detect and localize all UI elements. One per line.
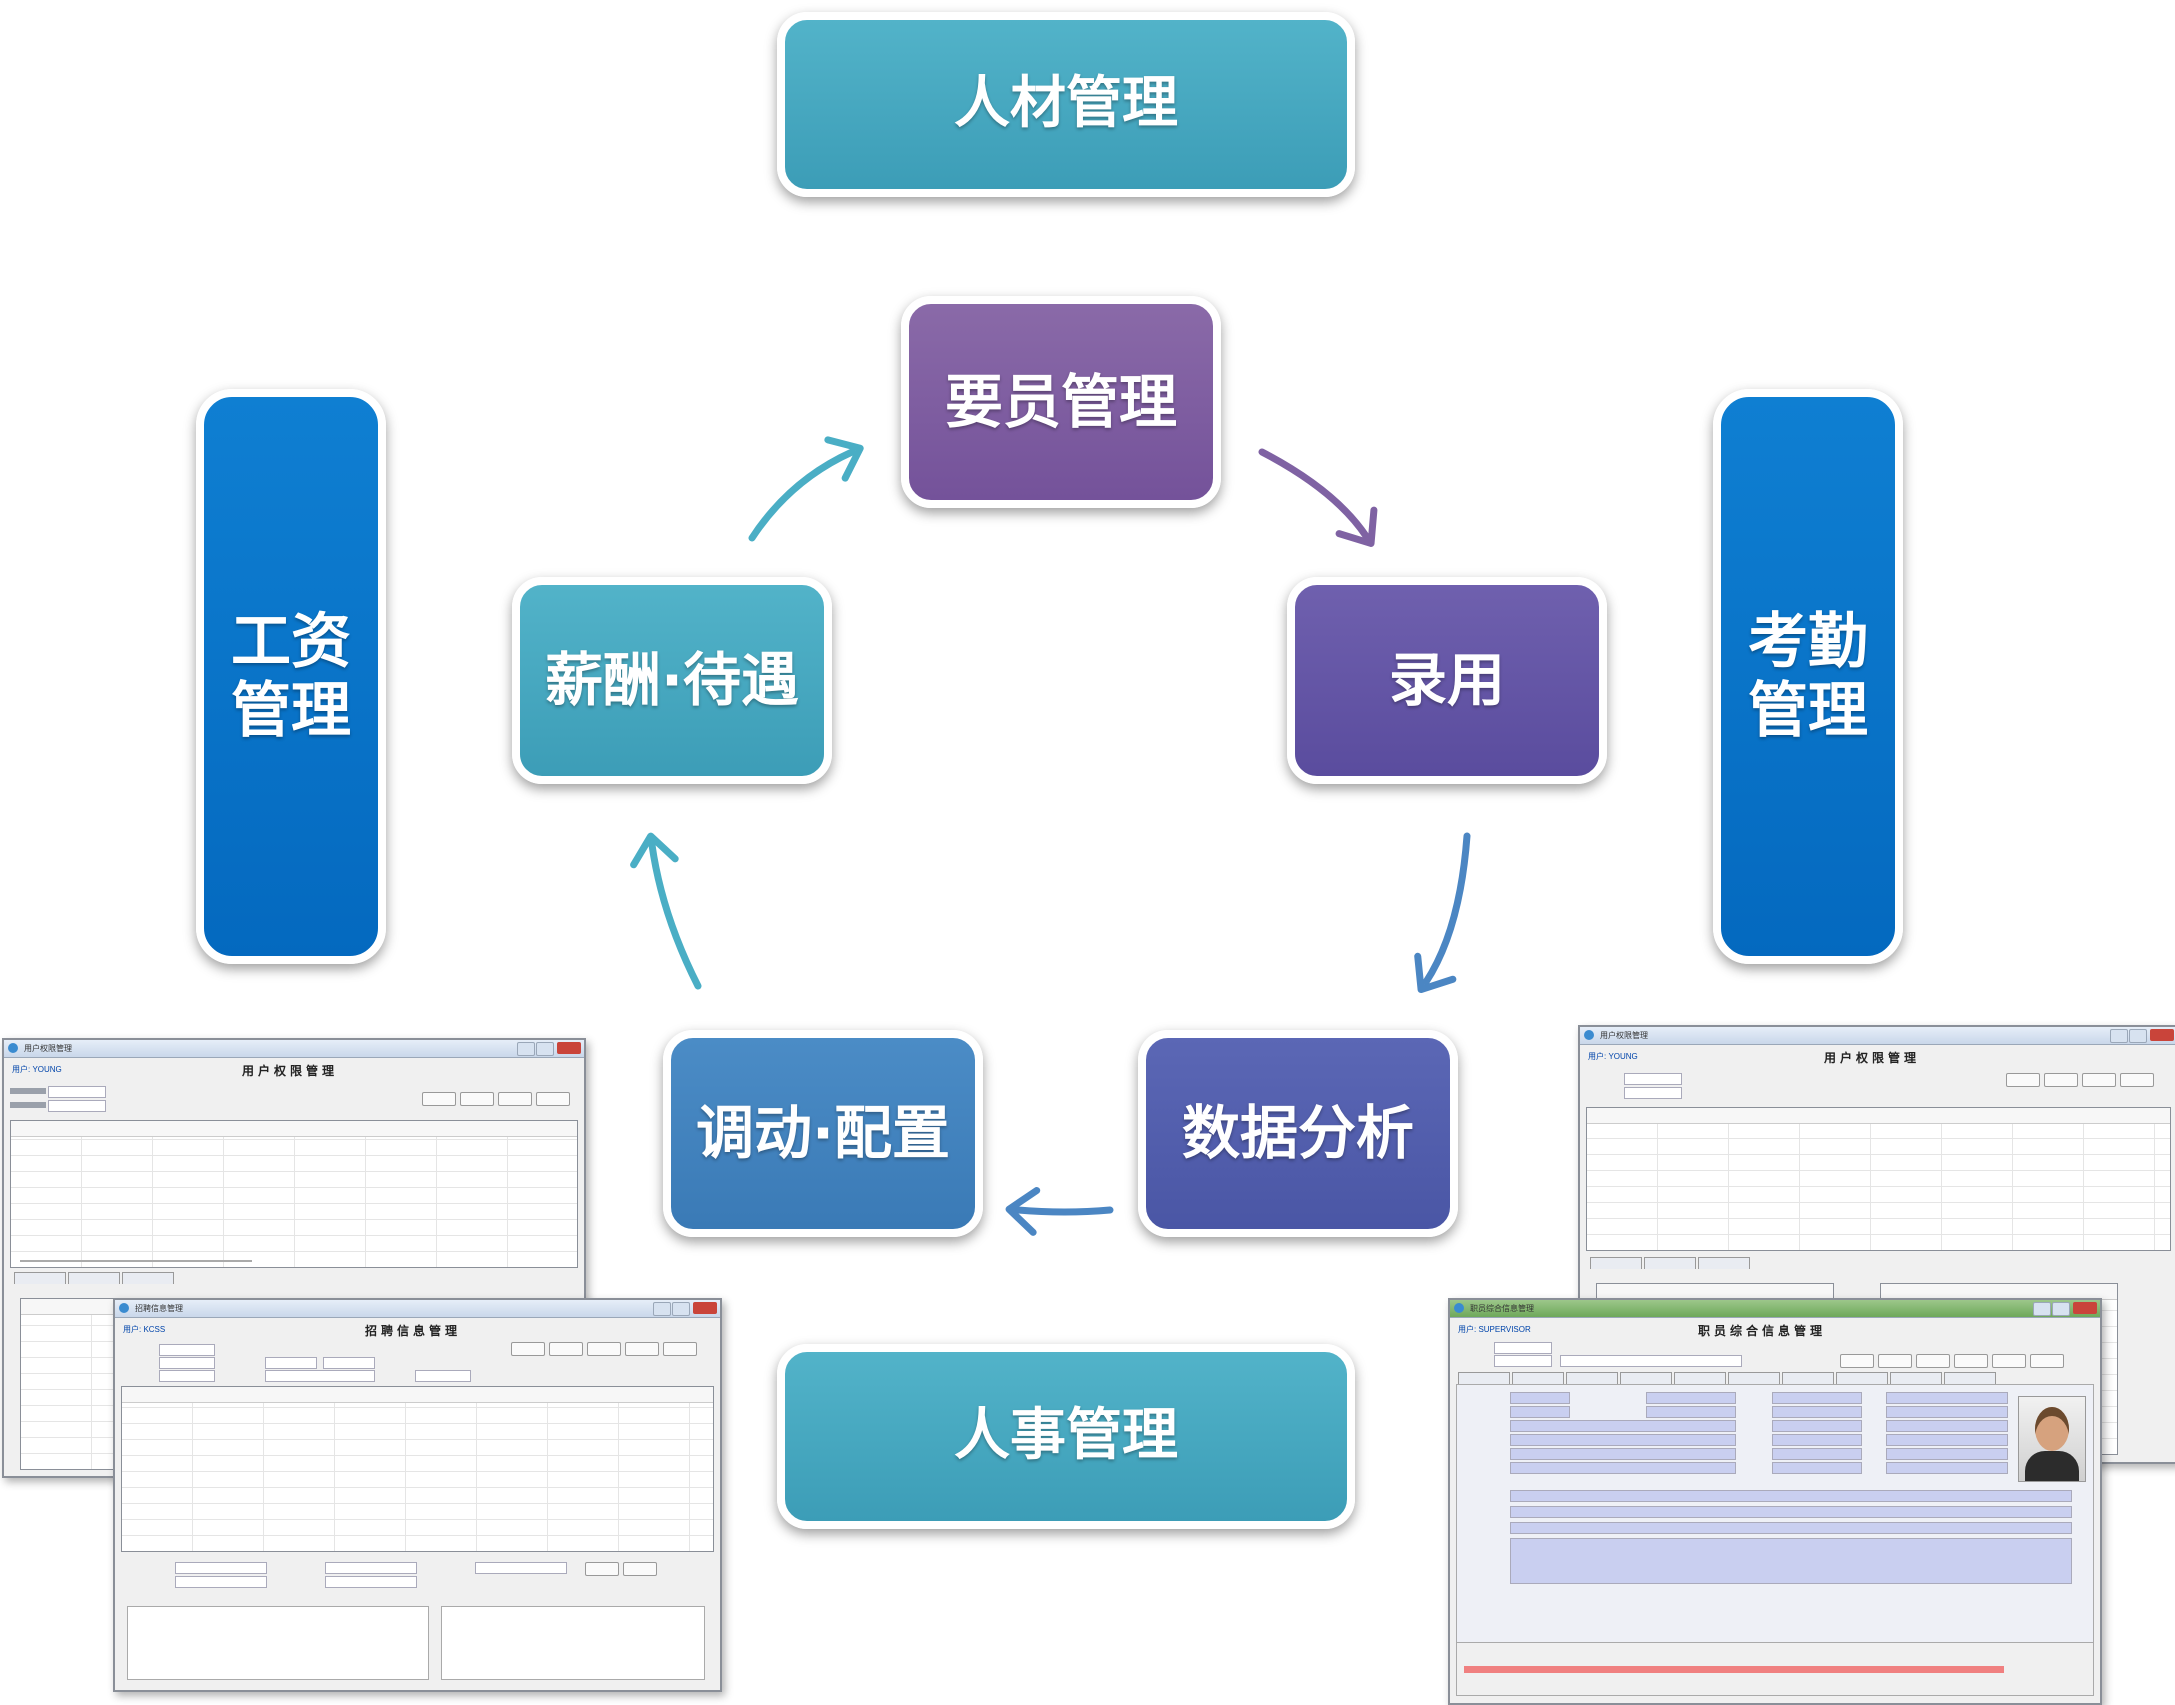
user-list-grid [10,1120,578,1268]
company-code-field [48,1086,106,1098]
maximize-button [672,1302,690,1316]
notes-textarea [441,1606,705,1680]
node-talent-management: 人材管理 [777,12,1355,197]
minimize-button [517,1042,535,1056]
window-titlebar: 用户权限管理 [4,1040,584,1058]
window-title: 用户权限管理 [1600,1031,1648,1040]
menu-list-panel [20,1260,252,1262]
app-icon [1584,1030,1594,1040]
node-analysis-label: 数据分析 [1181,1099,1414,1168]
toolbar-buttons [1840,1354,2064,1368]
minimize-button [2110,1029,2128,1043]
screenshot-recruitment-info: 招聘信息管理 用户: KCSS 招聘信息管理 [113,1298,722,1692]
arrow-compensation-to-staffing [748,436,864,542]
app-icon [8,1043,18,1053]
node-payroll-management: 工资 管理 [196,389,386,964]
close-button [693,1302,717,1314]
node-payroll-label-line2: 管理 [231,675,351,746]
tab-strip [14,1272,174,1284]
arrow-transfer-to-compensation [630,832,702,990]
node-transfer-allocation: 调动·配置 [663,1030,983,1237]
app-icon [119,1303,129,1313]
window-title: 用户权限管理 [24,1044,72,1053]
toolbar-buttons [511,1342,697,1356]
form-heading: 职员综合信息管理 [1698,1324,1827,1338]
node-compensation-label: 薪酬·待遇 [544,646,800,715]
app-icon [1454,1303,1464,1313]
toolbar-buttons [2006,1073,2154,1087]
current-user: 用户: SUPERVISOR [1458,1325,1531,1334]
current-user: 用户: YOUNG [1588,1052,1638,1061]
tab-strip [1458,1372,1996,1384]
maximize-button [2052,1302,2070,1316]
node-personnel-management: 人事管理 [777,1344,1355,1529]
node-talent-label: 人材管理 [954,71,1178,137]
minimize-button [2033,1302,2051,1316]
node-transfer-label: 调动·配置 [695,1099,951,1168]
screenshot-employee-info: 职员综合信息管理 用户: SUPERVISOR 职员综合信息管理 [1448,1298,2102,1705]
close-button [2073,1302,2097,1314]
window-title: 招聘信息管理 [135,1304,183,1313]
close-button [557,1042,581,1054]
current-user: 用户: YOUNG [12,1065,62,1074]
arrow-analysis-to-transfer [1005,1187,1114,1236]
node-staffing-management: 要员管理 [901,296,1221,508]
arrow-staffing-to-hiring [1258,448,1378,547]
maximize-button [536,1042,554,1056]
window-titlebar: 用户权限管理 [1580,1027,2175,1045]
minimize-button [653,1302,671,1316]
applicant-grid [121,1386,714,1552]
tab-strip [1590,1257,1750,1269]
close-button [2150,1029,2174,1041]
form-heading: 招聘信息管理 [365,1324,462,1338]
shortcut-hints-line [1464,1666,2004,1673]
node-data-analysis: 数据分析 [1138,1030,1458,1237]
login-id-field [48,1100,106,1112]
evaluation-textarea [127,1606,429,1680]
form-heading: 用户权限管理 [242,1064,339,1078]
user-list-grid [1586,1107,2171,1251]
save-buttons [585,1562,657,1576]
node-hiring: 录用 [1287,577,1607,784]
window-titlebar: 职员综合信息管理 [1450,1300,2100,1318]
employee-photo [2018,1396,2086,1482]
node-compensation-benefits: 薪酬·待遇 [512,577,832,784]
remarks-field [1510,1538,2072,1584]
node-personnel-label: 人事管理 [954,1403,1178,1469]
node-attendance-management: 考勤 管理 [1713,389,1903,964]
window-titlebar: 招聘信息管理 [115,1300,720,1318]
current-user: 用户: KCSS [123,1325,166,1334]
maximize-button [2129,1029,2147,1043]
node-attendance-label-line1: 考勤 [1748,606,1868,677]
toolbar-buttons [422,1092,570,1106]
arrow-hiring-to-analysis [1414,832,1471,994]
node-payroll-label-line1: 工资 [231,606,351,677]
form-heading: 用户权限管理 [1824,1051,1921,1065]
window-title: 职员综合信息管理 [1470,1304,1534,1313]
node-hiring-label: 录用 [1388,646,1505,715]
node-staffing-label: 要员管理 [944,367,1177,436]
node-attendance-label-line2: 管理 [1748,675,1868,746]
